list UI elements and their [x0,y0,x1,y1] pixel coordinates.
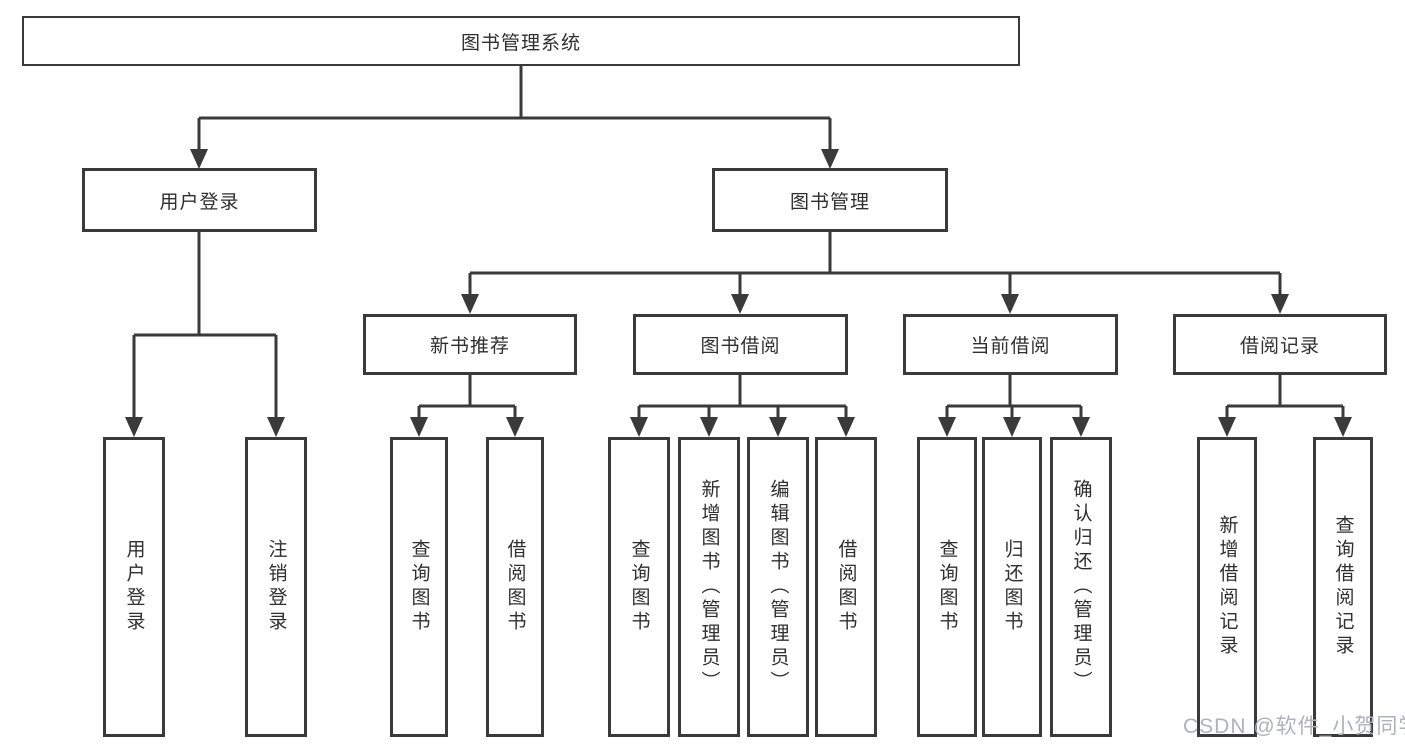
connector-current-borrowing [938,375,1090,437]
node-user-login-label: 用户登录 [159,191,240,213]
leaf-br-add-record: 新增借阅记录 [1197,437,1257,737]
node-current-borrowing-label: 当前借阅 [970,336,1051,357]
leaf-bb-add-books-admin: 新增图书（管理员） [678,437,740,737]
leaf-bb-edit-books-admin-label: 编辑图书（管理员） [767,479,789,695]
leaf-nbr-query-books: 查询图书 [390,437,448,737]
node-new-book-recommend: 新书推荐 [363,314,577,375]
node-user-login: 用户登录 [82,168,317,232]
leaf-bb-borrow-books: 借阅图书 [815,437,877,737]
node-current-borrowing: 当前借阅 [903,314,1118,375]
node-root-label: 图书管理系统 [460,32,581,54]
leaf-bb-add-books-admin-label: 新增图书（管理员） [698,479,720,695]
leaf-bb-query-books: 查询图书 [608,437,670,737]
leaf-bb-edit-books-admin: 编辑图书（管理员） [747,437,809,737]
leaf-logout-label: 注销登录 [265,539,287,635]
connector-borrowing-records [1218,375,1352,437]
leaf-br-query-record-label: 查询借阅记录 [1332,515,1354,659]
leaf-bb-query-books-label: 查询图书 [628,539,650,635]
connector-book-management [461,232,1289,314]
leaf-nbr-borrow-books: 借阅图书 [486,437,544,737]
leaf-br-add-record-label: 新增借阅记录 [1216,515,1238,659]
leaf-br-query-record: 查询借阅记录 [1313,437,1373,737]
leaf-cb-confirm-return-admin: 确认归还（管理员） [1050,437,1112,737]
leaf-logout: 注销登录 [245,437,307,737]
leaf-cb-confirm-return-admin-label: 确认归还（管理员） [1070,479,1092,695]
leaf-cb-query-books: 查询图书 [917,437,977,737]
leaf-user-login: 用户登录 [103,437,165,737]
node-book-borrowing-label: 图书借阅 [700,336,781,357]
node-book-borrowing: 图书借阅 [633,314,848,375]
connector-root [190,66,839,169]
leaf-cb-query-books-label: 查询图书 [936,539,958,635]
node-new-book-recommend-label: 新书推荐 [429,336,510,357]
connector-book-borrowing [630,375,855,437]
connector-user-login [125,232,285,437]
node-book-management-label: 图书管理 [789,191,870,213]
connector-new-book-recommend [410,375,524,437]
leaf-cb-return-books: 归还图书 [982,437,1042,737]
csdn-watermark: CSDN @软件_小贺同学 [1183,715,1405,738]
node-book-management: 图书管理 [712,168,948,232]
leaf-bb-borrow-books-label: 借阅图书 [835,539,857,635]
leaf-nbr-query-books-label: 查询图书 [408,539,430,635]
leaf-user-login-label: 用户登录 [123,539,145,635]
leaf-nbr-borrow-books-label: 借阅图书 [504,539,526,635]
node-root: 图书管理系统 [22,16,1020,66]
node-borrowing-records: 借阅记录 [1173,314,1387,375]
leaf-cb-return-books-label: 归还图书 [1001,539,1023,635]
node-borrowing-records-label: 借阅记录 [1239,336,1320,357]
